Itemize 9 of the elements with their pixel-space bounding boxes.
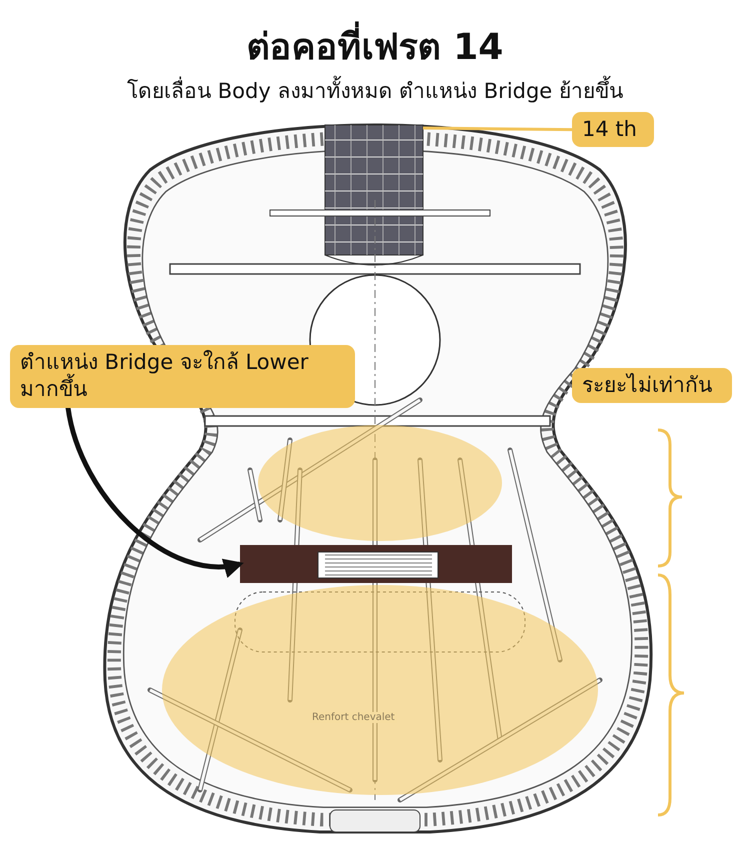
subtitle: โดยเลื่อน Body ลงมาทั้งหมด ตำแหน่ง Bridge ย้ายขึ้น [127, 74, 623, 107]
callout-label: ระยะไม่เท่ากัน [572, 368, 732, 404]
bridge-drawing [240, 545, 512, 583]
part-label: Renfort chevalet [310, 712, 397, 723]
curved-arrow [66, 407, 244, 576]
title: ต่อคอที่เฟรต 14 [246, 18, 504, 75]
callout-label: 14 th [572, 112, 654, 148]
leader-line [422, 126, 572, 132]
callout-label: ตำแหน่ง Bridge จะใกล้ Lower มากขึ้น [10, 345, 355, 408]
